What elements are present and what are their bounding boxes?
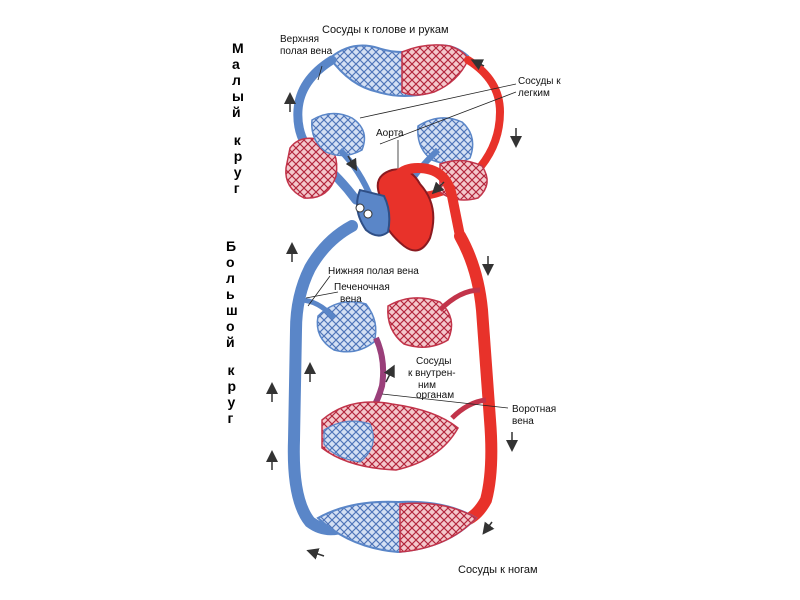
label-portal-vein-2: вена <box>512 416 534 427</box>
label-organ-vessels-3: ним <box>418 380 436 391</box>
label-lung-vessels-1: Сосуды к <box>518 76 561 87</box>
legs-capillaries <box>316 500 478 554</box>
hepatic-vein <box>299 297 336 320</box>
head-arms-capillaries <box>328 44 470 97</box>
label-superior-vena-cava-2: полая вена <box>280 46 333 57</box>
label-organ-vessels-2: к внутрен- <box>408 368 456 379</box>
label-organ-vessels-1: Сосуды <box>416 356 452 367</box>
label-aorta: Аорта <box>376 128 404 139</box>
liver-capillaries <box>316 297 453 353</box>
flow-arrows <box>266 59 522 560</box>
label-hepatic-vein-1: Печеночная <box>334 282 390 293</box>
portal-vein <box>369 336 387 412</box>
leader-lines <box>305 65 517 409</box>
lung-left-capillaries <box>285 112 366 199</box>
organ-capillaries <box>321 401 459 471</box>
label-hepatic-vein-2: вена <box>340 294 362 305</box>
label-inferior-vena-cava: Нижняя полая вена <box>328 266 419 277</box>
label-head-arms: Сосуды к голове и рукам <box>322 24 449 36</box>
aorta-arch <box>387 162 465 241</box>
label-leg-vessels: Сосуды к ногам <box>458 564 538 576</box>
label-lung-vessels-2: легким <box>518 88 550 99</box>
label-portal-vein-1: Воротная <box>512 404 557 415</box>
hepatic-artery <box>438 287 481 312</box>
label-superior-vena-cava-1: Верхняя <box>280 34 320 45</box>
inferior-vena-cava <box>287 220 358 536</box>
mesenteric-artery <box>450 397 487 420</box>
label-organ-vessels-4: органам <box>416 390 455 401</box>
head-vein <box>293 55 361 205</box>
